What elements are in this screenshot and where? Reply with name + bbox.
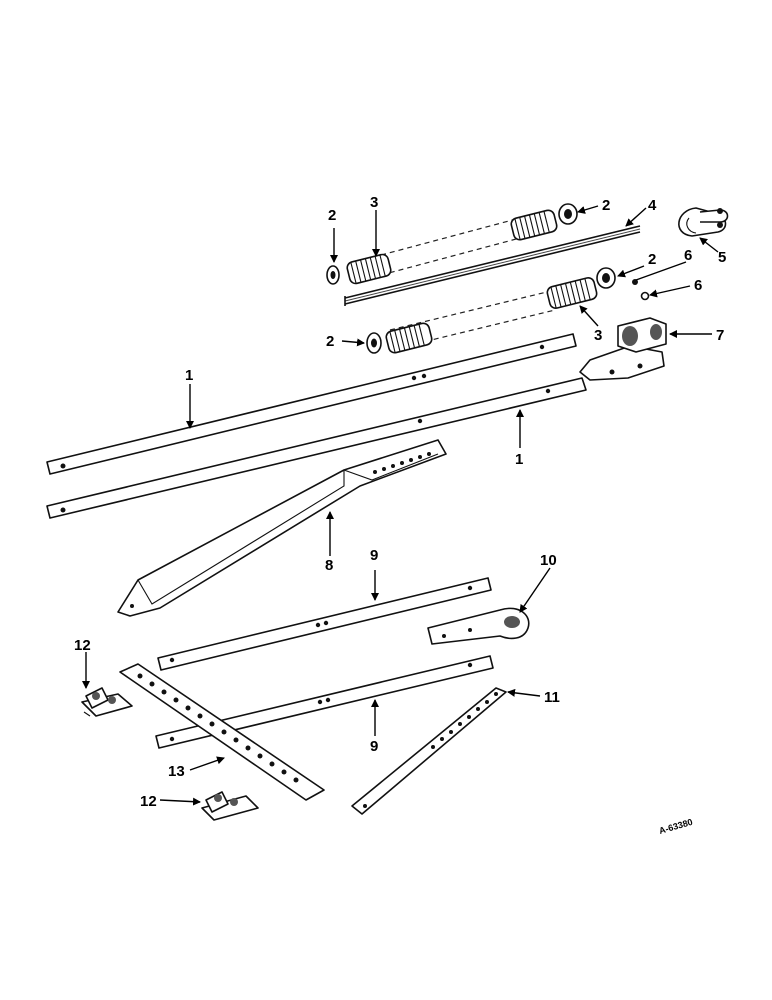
- callout-13: 13: [168, 763, 185, 780]
- callout-10: 10: [540, 552, 557, 569]
- spring-rod-assembly: [326, 203, 729, 381]
- washer-middle-right: [596, 267, 616, 289]
- pin-part-6-lower: [640, 291, 650, 301]
- strap-part-9-upper: [157, 577, 492, 671]
- callout-3-upper: 3: [370, 194, 378, 211]
- callout-2-left-bottom: 2: [326, 333, 334, 350]
- spring-lower-right: [546, 276, 598, 310]
- callout-12-lower: 12: [140, 793, 157, 810]
- callout-3-lower: 3: [594, 327, 602, 344]
- clamp-part-12-upper: [81, 687, 133, 717]
- perforated-bar-part-13: [119, 663, 325, 801]
- eye-plate-part-10: [427, 607, 530, 645]
- spring-lower-left: [385, 322, 433, 354]
- spring-upper-left: [346, 253, 392, 285]
- drawing-number: A-63380: [658, 817, 694, 836]
- washer-upper-left: [326, 265, 340, 285]
- callout-11: 11: [544, 689, 560, 706]
- callout-1-lower: 1: [515, 451, 523, 468]
- tapered-bar-part-8: [117, 439, 447, 617]
- callout-6-upper: 6: [684, 247, 692, 264]
- spring-upper-right: [510, 209, 558, 241]
- callout-2-right-middle: 2: [648, 251, 656, 268]
- callout-12-upper: 12: [74, 637, 91, 654]
- callout-labels: 1 1 2 2 2 2 3 3 4 5 6 6 7 8 9 9 10 11 12…: [74, 194, 726, 810]
- callout-9-upper: 9: [370, 547, 378, 564]
- strap-part-9-lower: [155, 655, 494, 749]
- washer-lower-left: [366, 332, 382, 354]
- callout-1-upper: 1: [185, 367, 193, 384]
- leader-lines: [82, 205, 719, 806]
- callout-6-lower: 6: [694, 277, 702, 294]
- strap-part-1-upper: [46, 333, 577, 475]
- bracket-part-7: [579, 317, 667, 381]
- clevis-part-5: [678, 207, 729, 237]
- callout-2-right-top: 2: [602, 197, 610, 214]
- perforated-strap-part-11: [351, 687, 507, 815]
- callout-8: 8: [325, 557, 333, 574]
- callout-5: 5: [718, 249, 726, 266]
- strap-part-1-lower: [46, 377, 587, 519]
- callout-2-left-top: 2: [328, 207, 336, 224]
- washer-upper-right: [558, 203, 578, 225]
- rod-part-4: [344, 225, 641, 306]
- clamp-part-12-lower: [201, 791, 259, 821]
- callout-9-lower: 9: [370, 738, 378, 755]
- callout-4: 4: [648, 197, 657, 214]
- callout-7: 7: [716, 327, 724, 344]
